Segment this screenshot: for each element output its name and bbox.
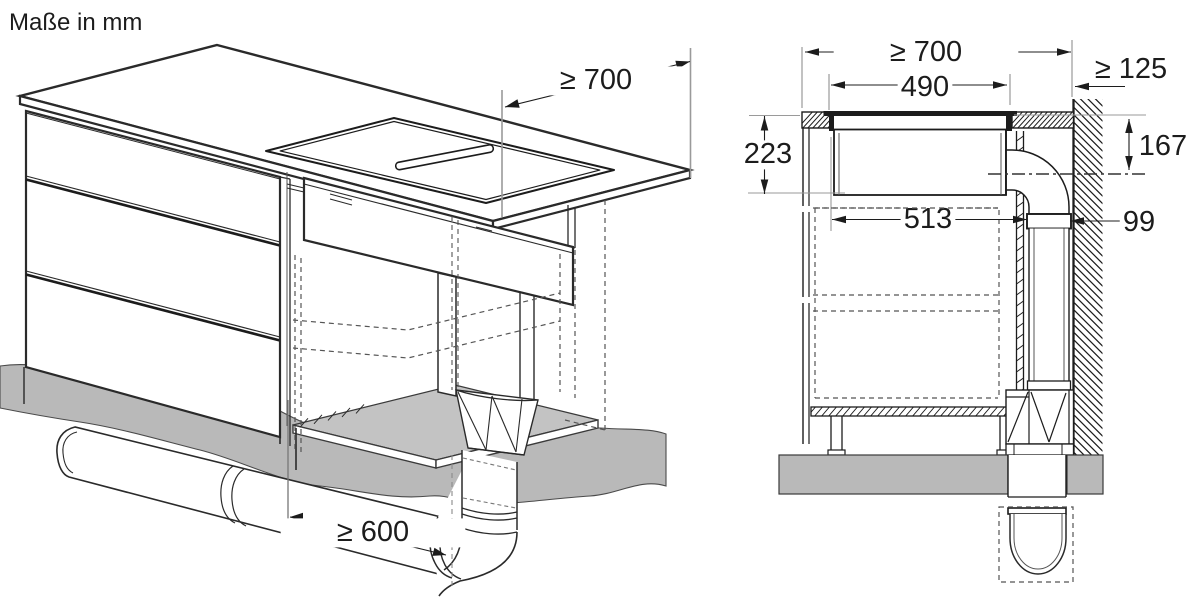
svg-text:Maße in mm: Maße in mm — [9, 9, 142, 36]
svg-text:≥ 125: ≥ 125 — [1095, 53, 1167, 85]
svg-text:≥ 700: ≥ 700 — [560, 64, 632, 96]
svg-text:≥ 700: ≥ 700 — [890, 36, 962, 68]
svg-text:≥ 600: ≥ 600 — [337, 516, 409, 548]
svg-text:167: 167 — [1139, 130, 1187, 162]
svg-text:99: 99 — [1123, 206, 1155, 238]
svg-text:223: 223 — [744, 138, 792, 170]
svg-text:513: 513 — [904, 203, 952, 235]
svg-text:490: 490 — [901, 71, 949, 103]
